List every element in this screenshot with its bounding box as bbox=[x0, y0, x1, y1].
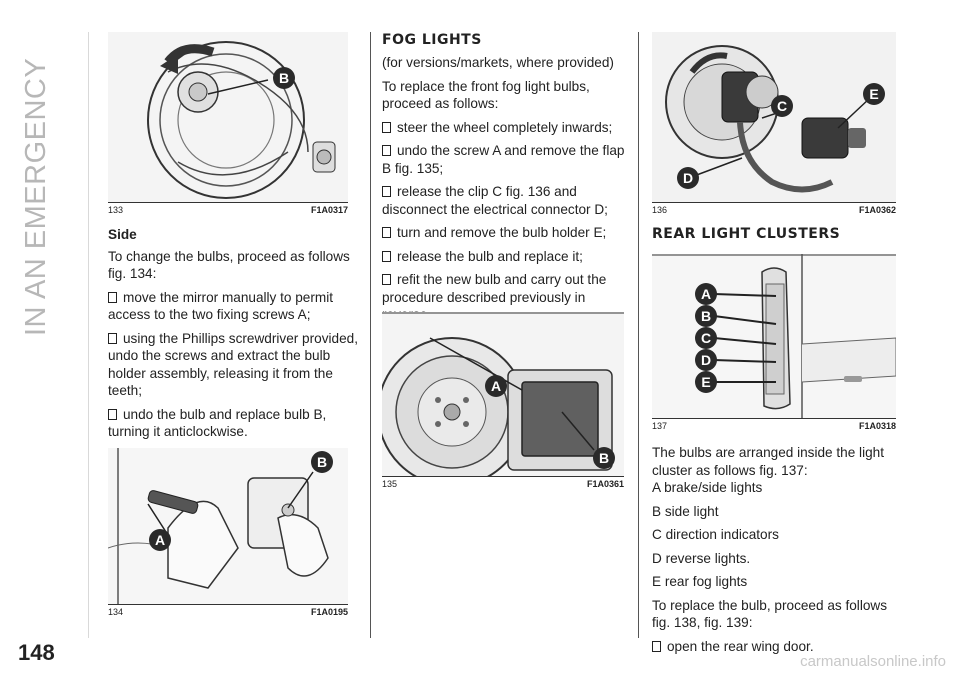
paragraph: The bulbs are arranged inside the light … bbox=[652, 445, 884, 478]
page-number: 148 bbox=[18, 640, 55, 665]
figure-136-illustration bbox=[652, 32, 896, 202]
list-item: release the bulb and replace it; bbox=[382, 248, 628, 266]
checkbox-bullet-icon bbox=[382, 121, 391, 133]
checkbox-bullet-icon bbox=[108, 408, 117, 420]
list-item: refit the new bulb and carry out the pro… bbox=[382, 272, 607, 322]
paragraph: To replace the front fog light bulbs, pr… bbox=[382, 78, 590, 112]
figure-135-illustration bbox=[382, 312, 624, 476]
figure-code: F1A0195 bbox=[310, 607, 348, 617]
checkbox-bullet-icon bbox=[382, 145, 391, 156]
section-heading: FOG LIGHTS bbox=[382, 32, 482, 48]
checkbox-bullet-icon bbox=[382, 250, 391, 262]
figure-caption: 135 F1A0361 bbox=[382, 476, 624, 490]
figure-number: 137 bbox=[652, 421, 668, 431]
figure-code: F1A0362 bbox=[858, 205, 896, 215]
figure-number: 134 bbox=[108, 607, 124, 617]
figure-caption: 137 F1A0318 bbox=[652, 418, 896, 432]
figure-135: A B 135 F1A0361 bbox=[382, 312, 624, 490]
list-item: open the rear wing door. bbox=[652, 638, 902, 656]
list-item: move the mirror manually to permit acces… bbox=[108, 289, 334, 322]
list-item: C direction indicators bbox=[652, 527, 779, 542]
section-side-title: IN AN EMERGENCY bbox=[20, 36, 60, 336]
list-item: B side light bbox=[652, 503, 719, 519]
section-subheading: (for versions/markets, where provided) bbox=[382, 55, 614, 70]
list-item: E rear fog lights bbox=[652, 574, 748, 589]
figure-number: 136 bbox=[652, 205, 668, 215]
subsection-heading: Side bbox=[108, 227, 137, 242]
figure-134-illustration bbox=[108, 448, 348, 604]
figure-caption: 136 F1A0362 bbox=[652, 202, 896, 216]
paragraph: To replace the bulb, proceed as follows … bbox=[652, 597, 888, 631]
figure-136: E C D 136 F1A0362 bbox=[652, 32, 896, 216]
column-divider bbox=[370, 32, 371, 638]
list-item: turn and remove the bulb holder E; bbox=[382, 224, 628, 242]
list-item: using the Phillips screwdriver provided,… bbox=[108, 330, 358, 398]
figure-code: F1A0318 bbox=[858, 421, 896, 431]
figure-134: B A 134 F1A0195 bbox=[108, 448, 348, 618]
figure-code: F1A0361 bbox=[586, 479, 624, 489]
checkbox-bullet-icon bbox=[108, 291, 117, 303]
left-column-text: Side To change the bulbs, proceed as fol… bbox=[108, 226, 358, 447]
section-side-title-text: IN AN EMERGENCY bbox=[20, 57, 52, 336]
list-item: A brake/side lights bbox=[652, 480, 763, 495]
checkbox-bullet-icon bbox=[382, 274, 391, 285]
middle-column-text: FOG LIGHTS (for versions/markets, where … bbox=[382, 32, 628, 330]
list-item: undo the bulb and replace bulb B, turnin… bbox=[108, 406, 327, 439]
list-item: D reverse lights. bbox=[652, 550, 751, 566]
figure-number: 135 bbox=[382, 479, 398, 489]
figure-133: B 133 F1A0317 bbox=[108, 32, 348, 216]
list-item: undo the screw A and remove the flap B f… bbox=[382, 143, 625, 176]
checkbox-bullet-icon bbox=[108, 332, 117, 344]
margin-rule bbox=[88, 32, 89, 638]
list-item: steer the wheel completely inwards; bbox=[382, 119, 628, 137]
section-heading: REAR LIGHT CLUSTERS bbox=[652, 226, 841, 242]
figure-caption: 134 F1A0195 bbox=[108, 604, 348, 618]
figure-137-illustration bbox=[652, 254, 896, 418]
list-item: release the clip C fig. 136 and disconne… bbox=[382, 184, 608, 217]
checkbox-bullet-icon bbox=[382, 227, 391, 238]
figure-number: 133 bbox=[108, 205, 124, 215]
right-column-heading: REAR LIGHT CLUSTERS bbox=[652, 226, 902, 248]
column-divider bbox=[638, 32, 639, 638]
figure-137: A B C D E 137 F1A0318 bbox=[652, 254, 896, 432]
figure-133-illustration bbox=[108, 32, 348, 202]
watermark: carmanualsonline.info bbox=[800, 653, 946, 670]
paragraph: To change the bulbs, proceed as follows … bbox=[108, 248, 350, 282]
figure-code: F1A0317 bbox=[310, 205, 348, 215]
checkbox-bullet-icon bbox=[652, 640, 661, 652]
right-column-text: The bulbs are arranged inside the light … bbox=[652, 444, 902, 661]
checkbox-bullet-icon bbox=[382, 186, 391, 197]
figure-caption: 133 F1A0317 bbox=[108, 202, 348, 216]
